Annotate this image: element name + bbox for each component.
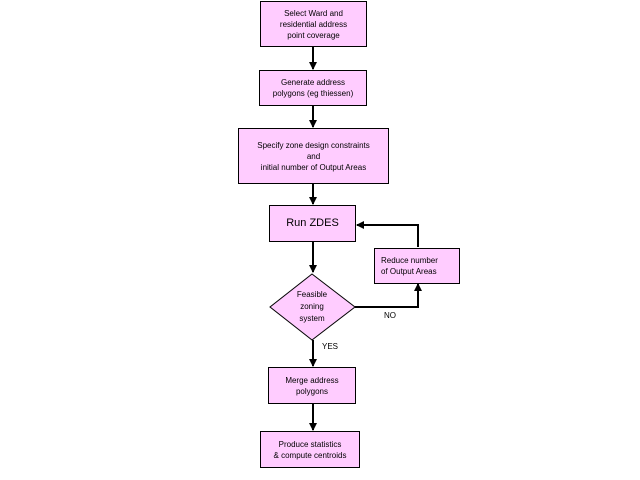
node-merge-polygons-line-1: Merge address [285,375,339,385]
node-produce-statistics-line-1: Produce statistics [278,439,342,449]
node-produce-statistics: Produce statistics & compute centroids [260,431,360,468]
node-select-ward: Select Ward and residential address poin… [260,1,367,47]
node-run-zdes: Run ZDES [269,205,356,242]
node-specify-constraints-line-3: initial number of Output Areas [260,162,367,172]
node-merge-polygons: Merge address polygons [268,367,356,404]
node-merge-polygons-line-2: polygons [295,386,329,396]
node-reduce-number-line-1: Reduce number [381,256,438,265]
node-generate-polygons-line-2: polygons (eg thiessen) [272,89,354,98]
node-produce-statistics-line-2: & compute centroids [273,450,347,460]
node-specify-constraints: Specify zone design constraints and init… [238,128,389,184]
arrow-no-to-reduce [355,283,422,308]
decision-feasible-line-1: Feasible [296,290,328,299]
node-run-zdes-label: Run ZDES [286,217,339,229]
decision-feasible-line-2: zoning [300,302,324,311]
decision-feasible-line-3: system [299,314,325,323]
node-select-ward-line-2: residential address [279,19,348,29]
node-select-ward-line-3: point coverage [287,30,340,40]
node-select-ward-line-1: Select Ward and [284,8,343,18]
node-generate-polygons: Generate address polygons (eg thiessen) [259,70,367,106]
node-reduce-number-line-2: of Output Areas [381,267,437,276]
edge-label-yes: YES [322,342,339,351]
node-reduce-number: Reduce number of Output Areas [374,248,460,284]
edge-label-no: NO [384,311,396,320]
node-specify-constraints-line-1: Specify zone design constraints [257,140,370,150]
arrow-reduce-to-run [356,221,419,247]
node-generate-polygons-line-1: Generate address [280,78,346,87]
decision-feasible-label: Feasible zoning system [280,287,344,327]
node-specify-constraints-line-2: and [306,151,321,161]
